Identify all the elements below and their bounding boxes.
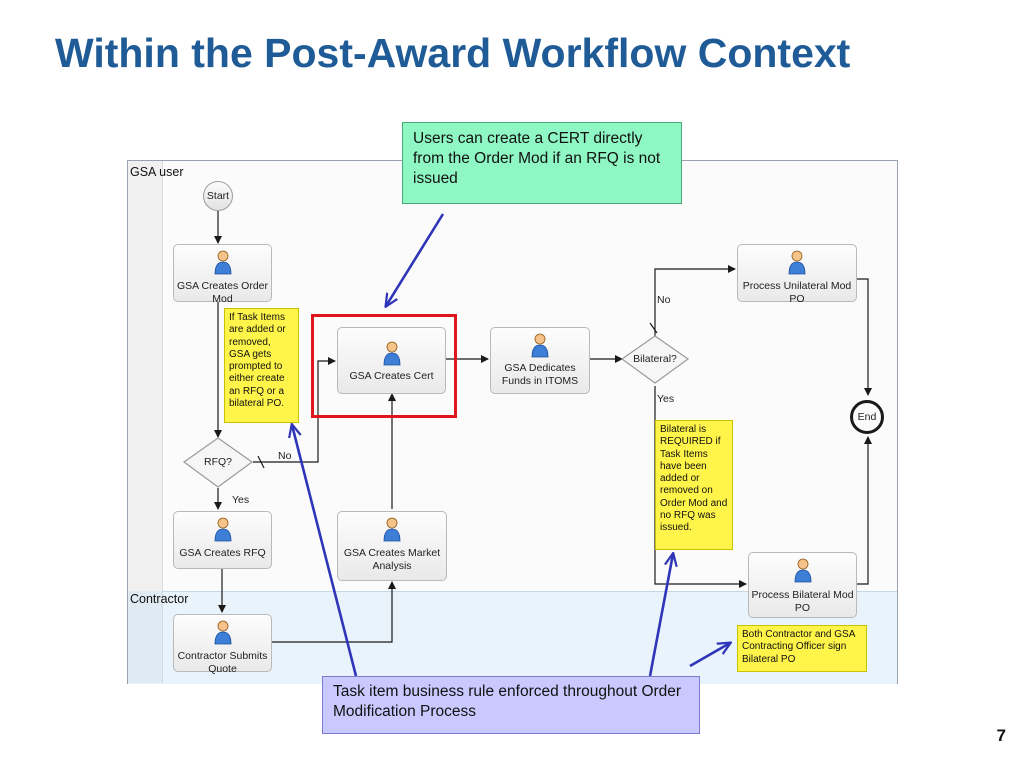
task-gsa-creates-order-mod: GSA Creates Order Mod (173, 244, 272, 305)
edge-label-rfq-no: No (278, 450, 292, 462)
task-label: GSA Dedicates Funds in ITOMS (501, 362, 579, 387)
slide-title: Within the Post-Award Workflow Context (55, 30, 851, 76)
callout-task-rule: Task item business rule enforced through… (322, 676, 700, 734)
task-process-bilateral: Process Bilateral Mod PO (748, 552, 857, 618)
note-both-sign: Both Contractor and GSA Contracting Offi… (737, 625, 867, 672)
task-label: Contractor Submits Quote (177, 650, 268, 675)
edge-submit-to-market (272, 581, 396, 643)
edge-label-rfq-yes: Yes (232, 494, 250, 506)
lane-contractor-header (128, 591, 163, 683)
task-gsa-dedicates-funds: GSA Dedicates Funds in ITOMS (490, 327, 590, 394)
person-icon (383, 517, 401, 542)
arrow-to-bilateral-note (648, 554, 673, 677)
task-process-unilateral: Process Unilateral Mod PO (737, 244, 857, 305)
task-gsa-creates-rfq: GSA Creates RFQ (173, 511, 272, 569)
task-label: GSA Creates RFQ (179, 547, 266, 559)
lane-label-gsa: GSA user (130, 165, 184, 179)
person-icon (214, 250, 231, 275)
person-icon (531, 333, 549, 358)
person-icon (214, 620, 231, 645)
gateway-bilateral-shape (620, 335, 690, 384)
person-icon (788, 250, 806, 275)
arrow-to-both-sign (689, 643, 730, 668)
person-icon (794, 558, 811, 583)
task-label: Process Bilateral Mod PO (751, 589, 854, 614)
lane-label-contractor: Contractor (130, 592, 189, 606)
task-label: Process Unilateral Mod PO (742, 280, 852, 305)
callout-cert-direct: Users can create a CERT directly from th… (402, 122, 682, 204)
person-icon (383, 341, 400, 366)
workflow-diagram: GSA user Contractor (127, 160, 898, 684)
person-icon (214, 517, 231, 542)
page-number: 7 (996, 726, 1006, 745)
start-event: Start (203, 181, 233, 211)
task-label: GSA Creates Market Analysis (343, 547, 441, 572)
task-gsa-creates-market-analysis: GSA Creates Market Analysis (337, 511, 447, 581)
gateway-rfq-shape (182, 437, 254, 488)
arrow-to-cert (386, 213, 445, 306)
arrow-to-task-note (292, 425, 358, 677)
connectors (182, 211, 872, 643)
edge-label-bilateral-no: No (657, 294, 671, 306)
end-event: End (850, 400, 884, 434)
gateway-rfq-label: RFQ? (203, 456, 232, 468)
edge-rfq-no-to-cert (253, 357, 336, 463)
edge-bilateral-no-to-unilateral (654, 265, 736, 336)
task-label: GSA Creates Order Mod (176, 280, 269, 305)
note-bilateral-required: Bilateral is REQUIRED if Task Items have… (655, 420, 733, 550)
task-label: GSA Creates Cert (349, 370, 434, 382)
gateway-bilateral-label: Bilateral? (633, 353, 677, 365)
edge-unilateral-to-end (857, 278, 872, 396)
task-contractor-submits-quote: Contractor Submits Quote (173, 614, 272, 675)
lane-gsa-header (128, 161, 163, 591)
task-gsa-creates-cert: GSA Creates Cert (337, 327, 446, 394)
edge-label-bilateral-yes: Yes (657, 393, 675, 405)
note-task-items: If Task Items are added or removed, GSA … (224, 308, 299, 423)
edge-bilateral-po-to-end (857, 436, 872, 585)
highlight-create-cert (311, 314, 457, 418)
